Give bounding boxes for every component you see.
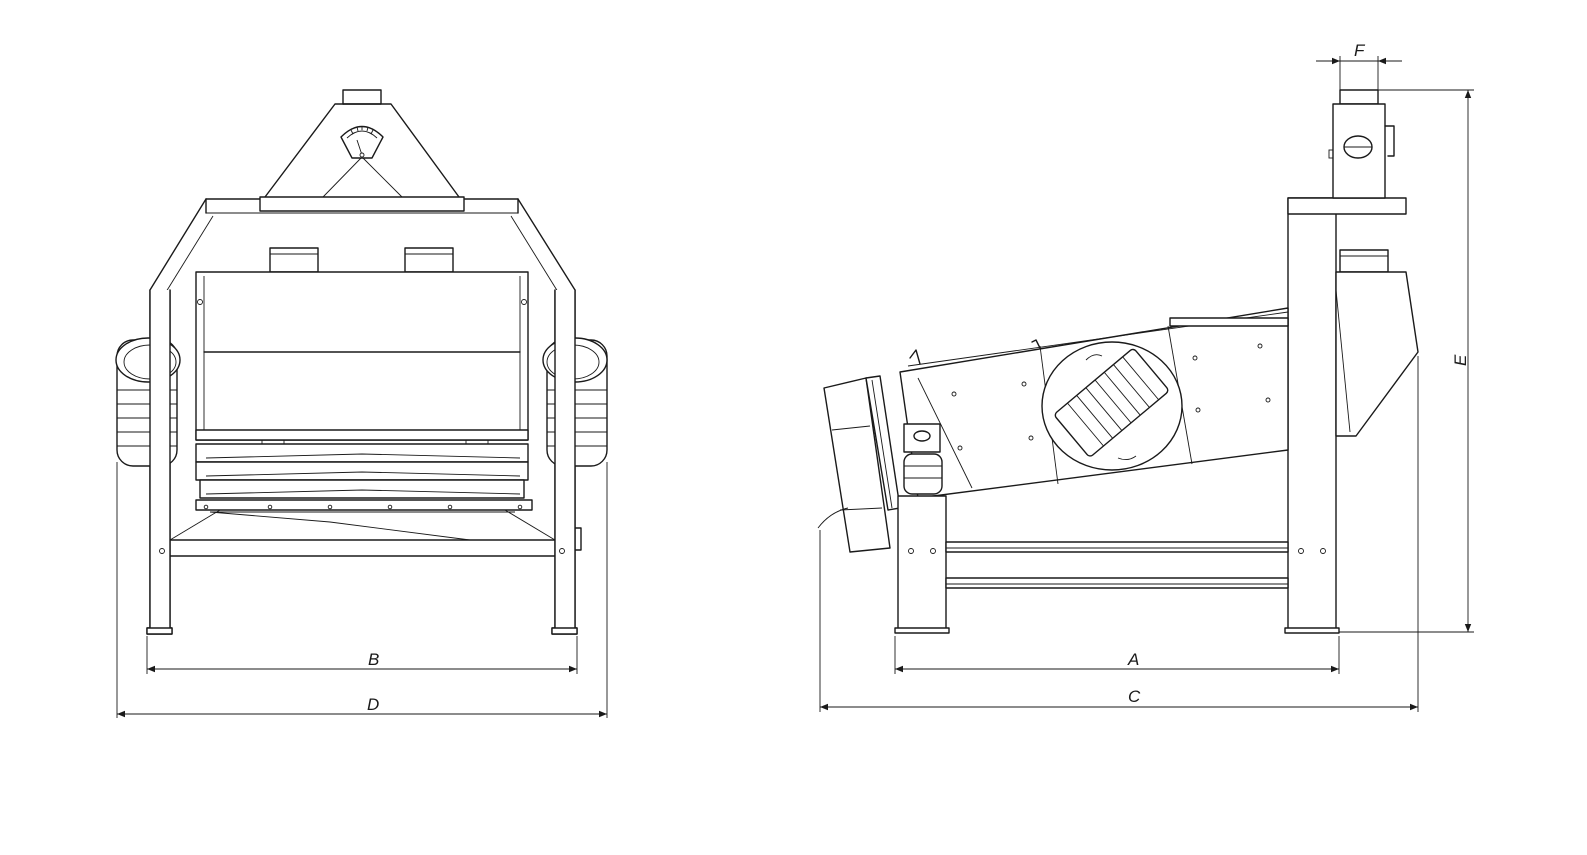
vibration-motor (1041, 341, 1183, 471)
dimension-f: F (1316, 41, 1402, 90)
flow-gauge (340, 125, 384, 159)
dimension-d: D (116, 462, 608, 718)
dimension-label-b: B (368, 650, 379, 669)
dimension-label-f: F (1354, 41, 1366, 60)
side-inlet (1328, 89, 1395, 199)
feed-end (817, 375, 901, 553)
front-hood (149, 196, 576, 293)
dimension-label-d: D (367, 695, 379, 714)
dimension-c: C (819, 356, 1419, 712)
dimension-label-a: A (1127, 650, 1139, 669)
front-leg (894, 495, 950, 634)
outlet-stub-right (404, 247, 454, 273)
base-rails (945, 541, 1289, 589)
side-spring (903, 423, 943, 495)
dimension-label-c: C (1128, 687, 1141, 706)
side-outlet-hood (1335, 249, 1419, 437)
rear-column (1284, 197, 1407, 634)
screen-box (195, 271, 529, 445)
inlet-hopper (264, 89, 460, 198)
dimension-b: B (146, 636, 578, 674)
screen-decks (195, 443, 533, 541)
dimension-label-e: E (1451, 354, 1470, 366)
dimension-a: A (894, 636, 1340, 674)
dimension-e: E (1339, 89, 1474, 633)
side-view: A C E F (817, 41, 1474, 712)
outlet-stub-left (269, 247, 319, 273)
front-view: B D (115, 89, 608, 718)
